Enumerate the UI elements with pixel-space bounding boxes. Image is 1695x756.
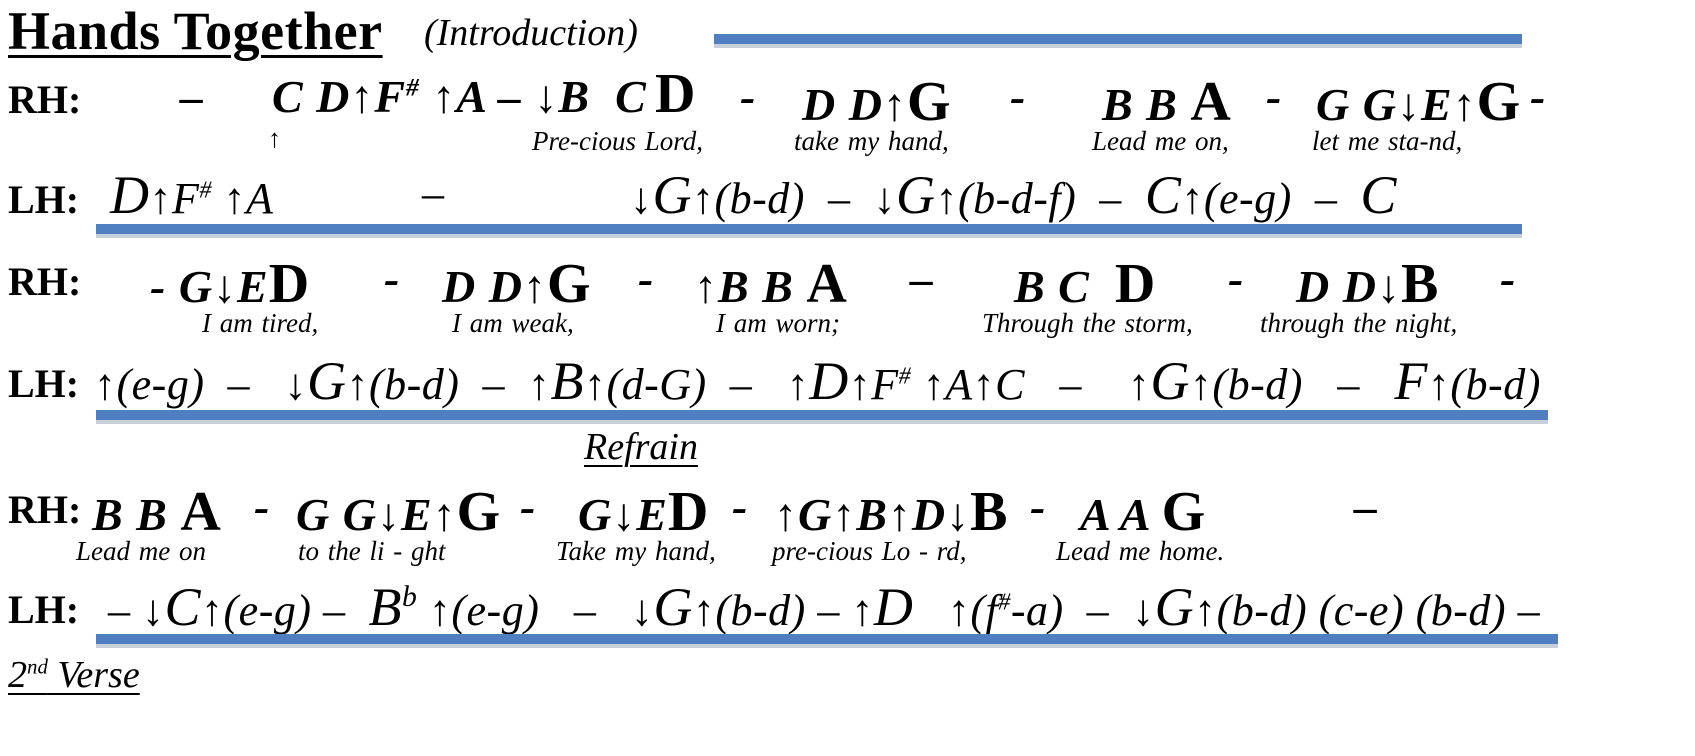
lyric: Through the storm, <box>982 308 1193 338</box>
page-subtitle: (Introduction) <box>424 12 638 54</box>
lyric: Lead me on, <box>1092 126 1229 156</box>
rh-notes-1e: G G↓E↑G <box>1316 71 1522 133</box>
rh-dash: - <box>520 481 537 532</box>
rh-notes-2e: D D↓B <box>1296 253 1440 315</box>
rh-notes-3d: ↑G↑B↑D↓B <box>774 481 1009 543</box>
lyric: take my hand, <box>794 126 949 156</box>
lh-notes-1b: ↓G↑(b-d) – ↓G↑(b-d-f) – C↑(e-g) – C <box>630 165 1397 225</box>
rh-notes-1d: B B A <box>1102 71 1232 133</box>
lyric: let me sta-nd, <box>1312 126 1463 156</box>
rh-notes-1b: C D↑F# ↑A – ↓B C <box>272 71 647 122</box>
second-verse-heading: 2nd Verse <box>8 654 140 696</box>
lyric: Lead me on <box>76 536 206 566</box>
rh-dash: - <box>1530 71 1547 122</box>
rh-notes-1a: – <box>180 71 204 122</box>
lh-label-3: LH: <box>8 587 80 632</box>
rh-dash: – <box>1354 481 1378 532</box>
rh-dash: - <box>384 253 401 304</box>
lh-dash: – <box>422 169 445 218</box>
section-rule-2 <box>96 410 1548 420</box>
rh-dash: - <box>1500 253 1517 304</box>
rh-dash: - <box>1266 71 1283 122</box>
rh-dash: - <box>1010 71 1027 122</box>
rh-notes-3a: B B A <box>92 481 222 543</box>
lyric: through the night, <box>1260 308 1458 338</box>
rh-notes-3b: G G↓E↑G <box>296 481 502 543</box>
rh-notes-2a: - G↓ED <box>150 253 311 315</box>
lyric: I am tired, <box>202 308 319 338</box>
rh-notes-2c: ↑B B A <box>694 253 848 315</box>
lyric: to the li - ght <box>298 536 446 566</box>
lh-label-2: LH: <box>8 361 80 406</box>
page-title: Hands Together <box>8 1 383 61</box>
lh-notes-2: ↑(e-g) – ↓G↑(b-d) – ↑B↑(d-G) – ↑D↑F# ↑A↑… <box>94 351 1541 411</box>
rh-notes-3c: G↓ED <box>578 481 710 543</box>
lyric: I am weak, <box>452 308 574 338</box>
rh-label-2: RH: <box>8 259 82 304</box>
refrain-heading: Refrain <box>584 426 698 468</box>
lh-notes-3: – ↓C↑(e-g) – Bb ↑(e-g) – ↓G↑(b-d) – ↑D ↑… <box>108 577 1541 637</box>
lh-label-1: LH: <box>8 177 80 222</box>
rh-dash: - <box>254 481 271 532</box>
rh-dash: – <box>910 253 934 304</box>
rh-label-1: RH: <box>8 77 82 122</box>
rh-notes-1c: D D↑G <box>802 71 952 133</box>
title-rule <box>714 34 1522 44</box>
section-rule-3 <box>96 634 1558 644</box>
rh-dash: - <box>638 253 655 304</box>
lyric: pre-cious Lo - rd, <box>772 536 967 566</box>
section-rule-1 <box>96 224 1522 234</box>
rh-notes-2b: D D↑G <box>442 253 592 315</box>
rh-notes-3e: A A G <box>1080 481 1207 543</box>
lh-notes-1a: D↑F# ↑A <box>110 165 274 225</box>
rh-dash: - <box>1030 481 1047 532</box>
lyric: Lead me home. <box>1056 536 1225 566</box>
rh-dash: - <box>732 481 749 532</box>
rh-big-note: D <box>655 63 697 125</box>
rh-dash: - <box>740 71 757 122</box>
rh-notes-2d: B C D <box>1014 253 1157 315</box>
lyric: Pre-cious Lord, <box>532 126 703 156</box>
lyric: I am worn; <box>716 308 840 338</box>
rh-dash: - <box>1228 253 1245 304</box>
lyric: Take my hand, <box>556 536 716 566</box>
up-arrow-icon: ↑ <box>268 124 281 153</box>
rh-label-3: RH: <box>8 487 82 532</box>
